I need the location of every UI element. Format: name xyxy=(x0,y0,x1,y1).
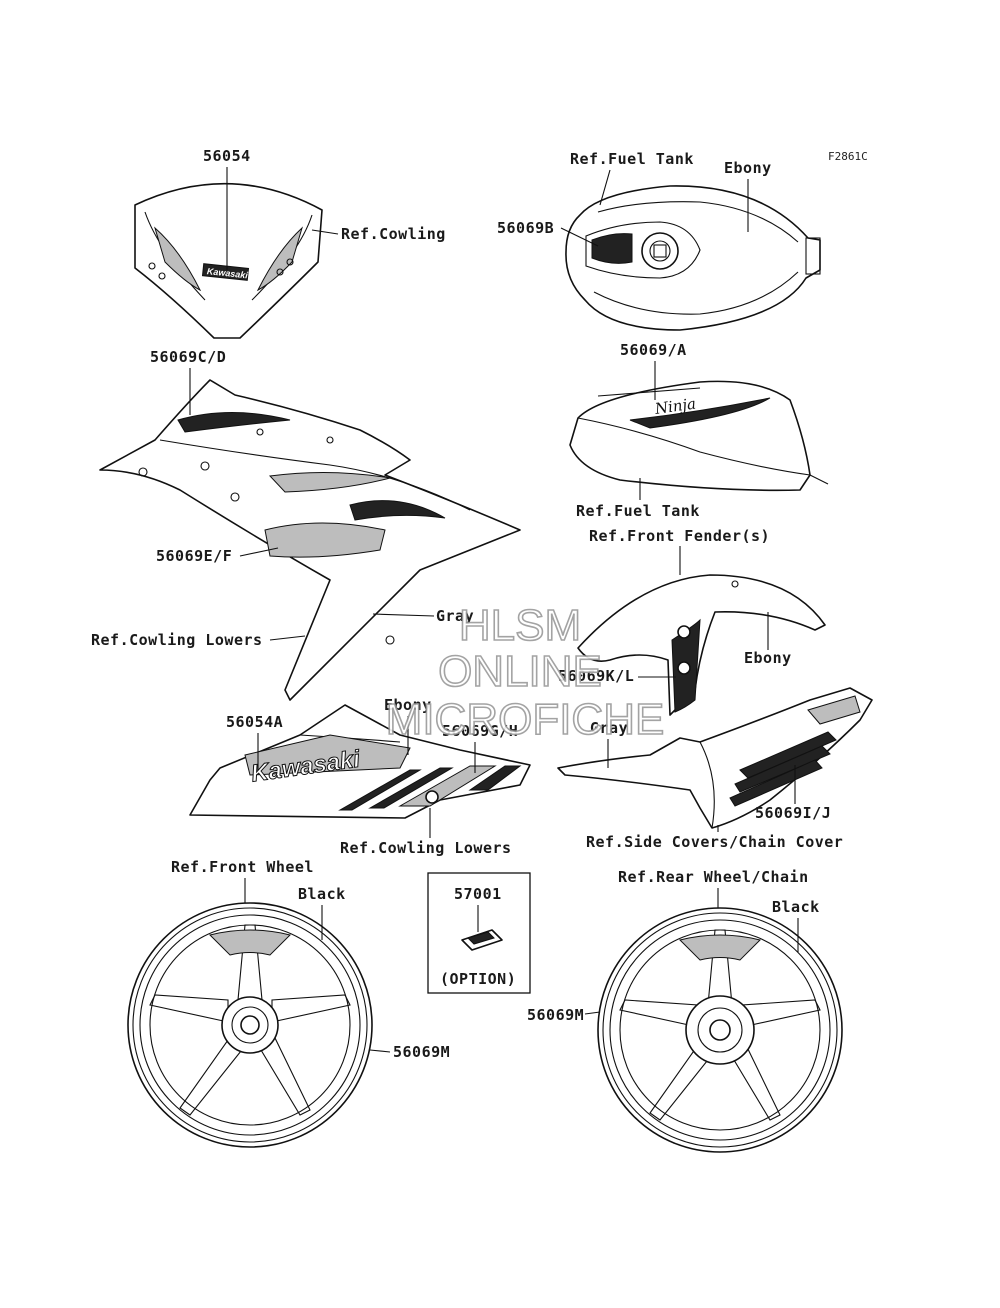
label-56069cd: 56069C/D xyxy=(150,348,226,366)
label-ref-cowling-lowers-bottom: Ref.Cowling Lowers xyxy=(340,839,512,857)
tank-decal-text: Ninja xyxy=(653,394,697,418)
label-56069b: 56069B xyxy=(497,219,554,237)
label-ref-front-fender: Ref.Front Fender(s) xyxy=(589,527,770,545)
label-ref-front-wheel: Ref.Front Wheel xyxy=(171,858,314,876)
label-gray-cowl: Gray xyxy=(436,607,474,625)
watermark-line-1: HLSM xyxy=(459,601,581,650)
watermark-line-2: ONLINE xyxy=(438,647,602,696)
label-56069a: 56069/A xyxy=(620,341,687,359)
label-57001: 57001 xyxy=(454,885,502,903)
watermark-line-3: MICROFICHE xyxy=(386,695,665,744)
front-fender-part[interactable] xyxy=(577,574,826,716)
label-option: (OPTION) xyxy=(440,970,516,988)
label-56054a: 56054A xyxy=(226,713,283,731)
label-56069gh: 56069G/H xyxy=(442,722,518,740)
windscreen-part[interactable]: Kawasaki xyxy=(134,182,323,339)
label-black-rear: Black xyxy=(772,898,820,916)
label-56069ef: 56069E/F xyxy=(156,547,232,565)
label-ref-side-covers: Ref.Side Covers/Chain Cover xyxy=(586,833,843,851)
label-56054: 56054 xyxy=(203,147,251,165)
label-ebony-fender: Ebony xyxy=(744,649,792,667)
label-56069m-rear: 56069M xyxy=(527,1006,584,1024)
windscreen-decal-text: Kawasaki xyxy=(206,266,248,280)
side-cover-part[interactable] xyxy=(557,687,873,829)
label-black-front: Black xyxy=(298,885,346,903)
label-ref-cowling: Ref.Cowling xyxy=(341,225,446,243)
figure-code: F2861C xyxy=(828,150,868,163)
label-ref-fuel-tank-top: Ref.Fuel Tank xyxy=(570,150,694,168)
label-ebony-lower: Ebony xyxy=(384,696,432,714)
label-ref-fuel-tank-bottom: Ref.Fuel Tank xyxy=(576,502,700,520)
label-ref-rear-wheel: Ref.Rear Wheel/Chain xyxy=(618,868,809,886)
upper-cowling-part[interactable] xyxy=(99,379,521,701)
label-56069m-front: 56069M xyxy=(393,1043,450,1061)
label-56069kl: 56069K/L xyxy=(558,667,634,685)
front-wheel-part[interactable] xyxy=(127,902,373,1148)
rear-wheel-part[interactable] xyxy=(597,907,843,1153)
label-56069ij: 56069I/J xyxy=(755,804,831,822)
fuel-tank-side-part[interactable]: Ninja xyxy=(569,380,829,492)
label-ref-cowling-lowers-left: Ref.Cowling Lowers xyxy=(91,631,263,649)
label-ebony-tank: Ebony xyxy=(724,159,772,177)
option-kit-part[interactable] xyxy=(427,872,531,994)
fuel-tank-top-part[interactable] xyxy=(565,185,821,331)
watermark: HLSM ONLINE MICROFICHE xyxy=(385,600,665,745)
lower-cowling-part[interactable]: Kawasaki xyxy=(189,704,531,819)
label-gray-side: Gray xyxy=(590,719,628,737)
